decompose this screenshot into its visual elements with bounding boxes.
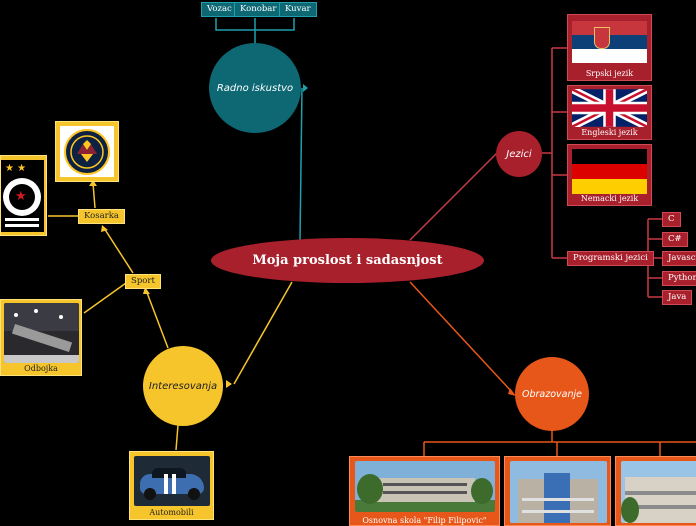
card-automobili[interactable]: Automobili bbox=[129, 451, 214, 520]
card-engleski-jezik-label: Engleski jezik bbox=[581, 128, 638, 137]
card-automobili-label: Automobili bbox=[149, 508, 194, 517]
card-odbojka-label: Odbojka bbox=[24, 364, 58, 373]
topic-jezici-label: Jezici bbox=[506, 148, 532, 160]
subtopic-kuvar[interactable]: Kuvar bbox=[279, 2, 317, 17]
germany-flag-icon bbox=[572, 149, 647, 194]
car-photo bbox=[134, 456, 210, 506]
central-topic[interactable]: Moja proslost i sadasnjost bbox=[211, 238, 484, 283]
topic-radno-iskustvo[interactable]: Radno iskustvo bbox=[209, 43, 301, 133]
card-nemacki-jezik[interactable]: Nemacki jezik bbox=[567, 144, 652, 206]
topic-obrazovanje-label: Obrazovanje bbox=[522, 388, 582, 400]
central-topic-label: Moja proslost i sadasnjost bbox=[252, 253, 443, 268]
card-srpski-jezik[interactable]: Srpski jezik bbox=[567, 14, 652, 81]
subtopic-c[interactable]: C bbox=[662, 212, 681, 227]
subtopic-vozac[interactable]: Vozac bbox=[201, 2, 238, 17]
uk-flag-icon bbox=[572, 89, 647, 127]
card-srpski-jezik-label: Srpski jezik bbox=[585, 69, 634, 78]
school-3-photo bbox=[621, 461, 696, 523]
school-2-photo bbox=[510, 461, 607, 523]
topic-radno-iskustvo-label: Radno iskustvo bbox=[216, 82, 294, 94]
card-osnovna-skola-label: Osnovna skola "Filip Filipovic" bbox=[362, 516, 487, 525]
subtopic-javascript[interactable]: Javascript bbox=[662, 251, 696, 266]
card-school-2[interactable] bbox=[504, 456, 611, 526]
odbojka-photo bbox=[4, 303, 79, 363]
card-odbojka[interactable]: Odbojka bbox=[0, 299, 82, 376]
card-engleski-jezik[interactable]: Engleski jezik bbox=[567, 85, 652, 140]
card-osnovna-skola[interactable]: Osnovna skola "Filip Filipovic" bbox=[349, 456, 500, 526]
subtopic-csharp[interactable]: C# bbox=[662, 232, 688, 247]
topic-obrazovanje[interactable]: Obrazovanje bbox=[515, 357, 589, 431]
partizan-logo-icon: ★ ★ ★ bbox=[1, 160, 44, 232]
card-school-3[interactable] bbox=[615, 456, 696, 526]
subtopic-programski-jezici[interactable]: Programski jezici bbox=[567, 251, 654, 266]
serbia-flag-icon bbox=[572, 21, 647, 63]
topic-interesovanja[interactable]: Interesovanja bbox=[143, 346, 223, 426]
school-photo bbox=[355, 461, 495, 512]
subtopic-sport[interactable]: Sport bbox=[125, 274, 161, 289]
subtopic-konobar[interactable]: Konobar bbox=[234, 2, 283, 17]
topic-jezici[interactable]: Jezici bbox=[496, 131, 542, 177]
subtopic-python[interactable]: Python bbox=[662, 271, 696, 286]
subtopic-java[interactable]: Java bbox=[662, 290, 693, 305]
card-partizan-logo[interactable]: ★ ★ ★ bbox=[0, 155, 47, 236]
nuggets-logo-icon bbox=[60, 126, 114, 177]
card-nemacki-jezik-label: Nemacki jezik bbox=[580, 194, 639, 203]
topic-interesovanja-label: Interesovanja bbox=[148, 380, 218, 392]
subtopic-kosarka[interactable]: Kosarka bbox=[78, 209, 125, 224]
card-nuggets-logo[interactable] bbox=[55, 121, 119, 182]
